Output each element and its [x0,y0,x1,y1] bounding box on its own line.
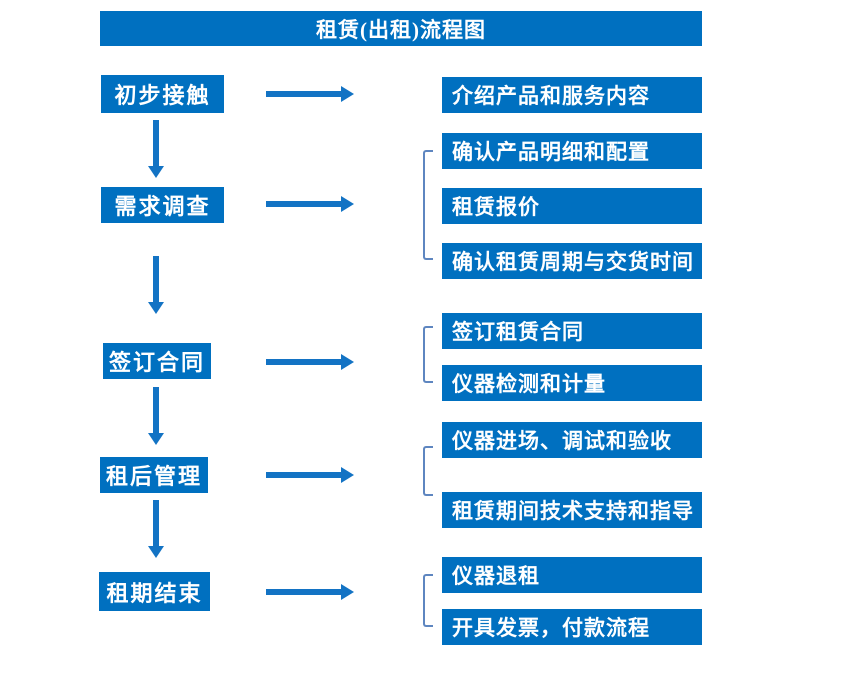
step-box-post-rental-management: 租后管理 [100,457,208,493]
bracket-group-rental-end [423,574,433,627]
arrow-head [341,467,354,483]
arrow-down-icon [148,387,164,445]
detail-box-instrument-arrival: 仪器进场、调试和验收 [442,422,702,458]
arrow-stem [266,589,342,595]
detail-box-sign-rental-contract: 签订租赁合同 [442,313,702,349]
arrow-stem [266,201,342,207]
bracket-group-sign-contract [423,326,433,383]
arrow-stem [153,500,159,546]
arrow-down-icon [148,500,164,558]
step-box-demand-survey: 需求调查 [101,187,224,223]
arrow-head [148,546,164,558]
detail-box-confirm-product-config: 确认产品明细和配置 [442,133,702,169]
arrow-head [148,166,164,178]
step-box-sign-contract: 签订合同 [103,343,211,379]
arrow-stem [266,359,342,365]
arrow-stem [153,120,159,166]
detail-box-instrument-return: 仪器退租 [442,557,702,593]
arrow-head [148,302,164,314]
detail-box-instrument-testing: 仪器检测和计量 [442,365,702,401]
arrow-right-icon [266,86,354,102]
arrow-stem [153,256,159,302]
detail-box-rental-quote: 租赁报价 [442,188,702,224]
bracket-group-post-rental [423,446,433,496]
arrow-stem [153,387,159,433]
flowchart-title: 租赁(出租)流程图 [100,11,702,46]
arrow-stem [266,91,342,97]
detail-box-tech-support: 租赁期间技术支持和指导 [442,492,702,528]
arrow-head [341,354,354,370]
arrow-right-icon [266,467,354,483]
arrow-down-icon [148,256,164,314]
arrow-right-icon [266,584,354,600]
arrow-head [341,86,354,102]
step-box-initial-contact: 初步接触 [101,75,224,113]
arrow-head [148,433,164,445]
arrow-down-icon [148,120,164,178]
arrow-head [341,584,354,600]
detail-box-intro-products: 介绍产品和服务内容 [442,77,702,113]
arrow-stem [266,472,342,478]
detail-box-confirm-period-delivery: 确认租赁周期与交货时间 [442,243,702,279]
arrow-right-icon [266,196,354,212]
bracket-group-demand-survey [423,150,433,260]
arrow-right-icon [266,354,354,370]
step-box-rental-end: 租期结束 [99,572,210,611]
detail-box-invoice-payment: 开具发票，付款流程 [442,609,702,645]
arrow-head [341,196,354,212]
